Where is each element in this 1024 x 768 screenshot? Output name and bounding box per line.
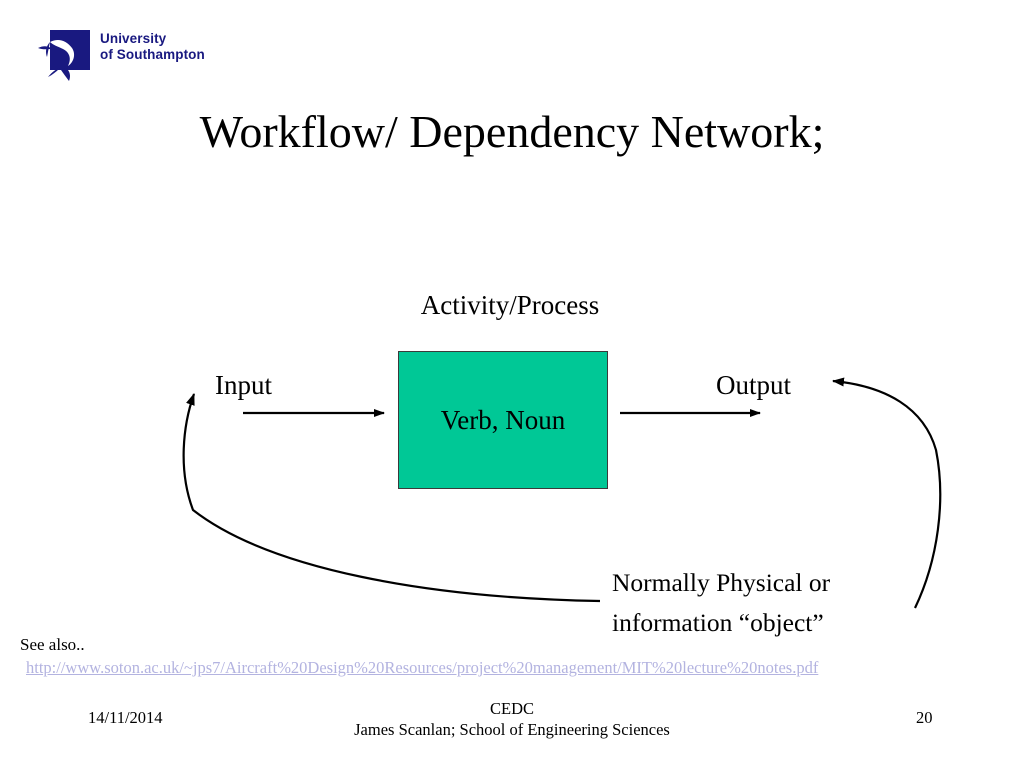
university-logo: University of Southampton [36,28,266,86]
process-box-label: Verb, Noun [440,405,566,435]
output-label: Output [716,370,792,400]
object-note: Normally Physical or information “object… [612,563,932,643]
reference-url-link[interactable]: http://www.soton.ac.uk/~jps7/Aircraft%20… [26,658,819,677]
footer-date: 14/11/2014 [88,708,163,727]
footer-author: James Scanlan; School of Engineering Sci… [354,720,670,739]
footer-center-text: CEDC James Scanlan; School of Engineerin… [262,698,762,740]
university-logo-wordmark: University of Southampton [100,31,205,63]
process-box [398,351,608,489]
footer-page-number: 20 [916,708,933,727]
see-also-label: See also.. [20,635,85,654]
object-note-line-1: Normally Physical or [612,568,831,597]
footer-course-code: CEDC [489,699,534,718]
object-note-line-2: information “object” [612,608,824,637]
slide-title: Workflow/ Dependency Network; [199,106,825,157]
dolphin-icon [36,28,96,83]
logo-line-1: University [100,31,167,46]
activity-process-label: Activity/Process [420,290,600,320]
logo-line-2: of Southampton [100,47,205,62]
input-label: Input [215,370,272,400]
